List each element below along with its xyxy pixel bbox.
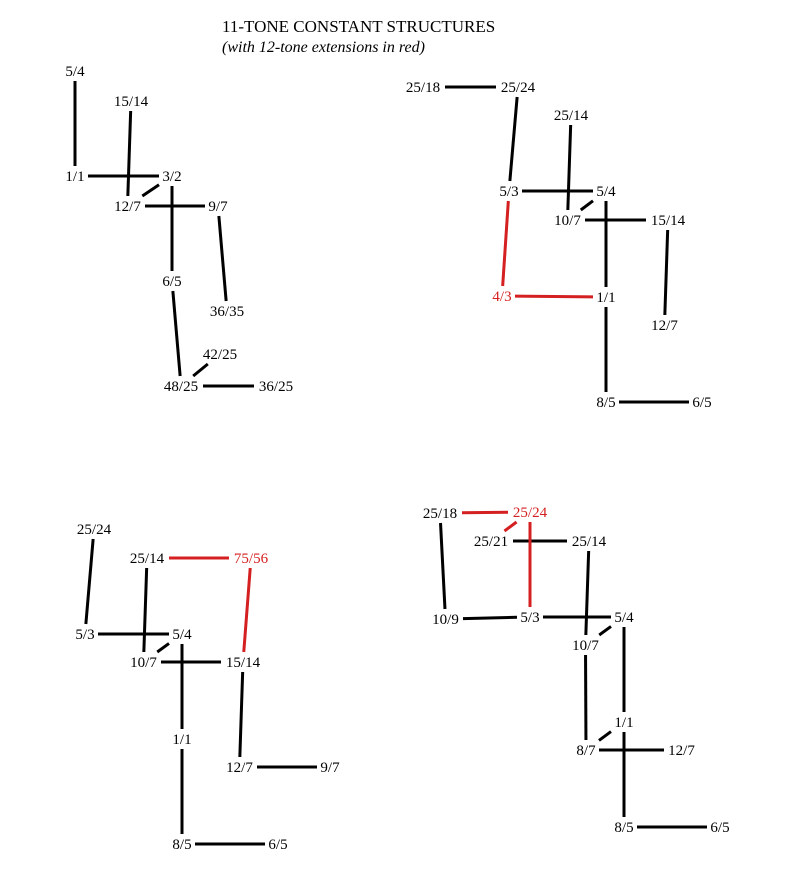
node-label-25-21: 25/21: [474, 534, 508, 550]
lattice-edge-25-21-to-25-24-extension: [503, 520, 518, 533]
node-label-5-4: 5/4: [172, 627, 192, 643]
node-label-25-14: 25/14: [554, 108, 589, 124]
lattice-edge-8-7-to-1-1: [598, 730, 612, 742]
node-label-10-9: 10/9: [432, 612, 459, 628]
page-subtitle: (with 12-tone extensions in red): [222, 39, 425, 56]
node-label-42-25: 42/25: [203, 347, 237, 363]
lattice-edge-15-14-to-12-7: [238, 671, 245, 758]
node-label-25-14: 25/14: [130, 551, 165, 567]
lattice-edge-75-56-to-15-14-extension: [242, 567, 252, 653]
lattice-diagram-2: 25/18 25/24 25/14 5/3 5/4 10/7 15/14 4/3 1/1 12/7…: [406, 80, 712, 411]
lattice-edge-10-7-to-25-14: [584, 550, 591, 636]
node-label-3-2: 3/2: [162, 169, 181, 185]
lattice-edge-25-18-to-25-24-extension: [461, 510, 509, 515]
node-label-4-3-extension: 4/3: [492, 289, 511, 305]
lattice-diagram-3: 25/24 25/14 75/56 5/3 5/4 10/7 15/14 1/1 12/7 9/7…: [75, 522, 340, 853]
lattice-edge-5-3-to-25-24: [508, 96, 519, 182]
node-label-36-35: 36/35: [210, 304, 244, 320]
lattice-edge-10-7-to-5-4: [598, 625, 612, 637]
node-label-48-25: 48/25: [164, 379, 198, 395]
lattice-edge-10-7-to-5-4: [579, 199, 594, 212]
node-label-5-3: 5/3: [520, 610, 539, 626]
node-label-6-5: 6/5: [710, 820, 729, 836]
node-label-6-5: 6/5: [692, 395, 711, 411]
lattice-edge-48-25-to-6-5: [171, 290, 182, 377]
lattice-edge-10-7-to-25-14: [566, 124, 573, 211]
node-label-15-14: 15/14: [226, 655, 261, 671]
node-label-12-7: 12/7: [226, 760, 253, 776]
node-label-9-7: 9/7: [320, 760, 340, 776]
node-label-25-18: 25/18: [406, 80, 440, 96]
node-label-1-1: 1/1: [614, 715, 633, 731]
page-title: 11-TONE CONSTANT STRUCTURES: [222, 17, 496, 36]
node-label-10-7: 10/7: [572, 638, 599, 654]
lattice-edge-25-18-to-10-9: [439, 522, 447, 610]
node-label-5-3: 5/3: [499, 184, 518, 200]
lattice-edge-12-7-to-15-14: [126, 110, 133, 197]
lattice-edge-5-3-to-25-24: [84, 538, 95, 625]
node-label-25-18: 25/18: [423, 506, 457, 522]
lattice-edge-10-7-to-25-14: [142, 567, 149, 653]
node-label-6-5: 6/5: [268, 837, 287, 853]
node-label-6-5: 6/5: [162, 274, 181, 290]
node-label-5-4: 5/4: [596, 184, 616, 200]
node-label-8-5: 8/5: [172, 837, 191, 853]
node-label-12-7: 12/7: [668, 743, 695, 759]
node-label-5-3: 5/3: [75, 627, 94, 643]
node-label-25-14: 25/14: [572, 534, 607, 550]
node-label-8-5: 8/5: [614, 820, 633, 836]
node-label-25-24-extension: 25/24: [513, 505, 548, 521]
node-label-1-1: 1/1: [65, 169, 84, 185]
lattice-edge-10-7-to-5-4: [156, 642, 170, 654]
node-label-8-7: 8/7: [576, 743, 596, 759]
lattice-edge-4-3-to-1-1-extension: [514, 294, 594, 299]
node-label-25-24: 25/24: [77, 522, 112, 538]
node-label-25-24: 25/24: [501, 80, 536, 96]
lattice-edge-5-3-to-4-3-extension: [501, 200, 510, 287]
node-label-12-7: 12/7: [651, 318, 678, 334]
node-label-8-5: 8/5: [596, 395, 615, 411]
node-label-15-14: 15/14: [114, 94, 149, 110]
node-label-9-7: 9/7: [208, 199, 228, 215]
lattice-diagram-1: 5/4 15/14 1/1 3/2 12/7 9/7 6/5 36/35 42/25 48/25 3…: [65, 64, 293, 395]
node-label-10-7: 10/7: [554, 213, 581, 229]
node-label-36-25: 36/25: [259, 379, 293, 395]
lattice-edge-48-25-to-42-25: [192, 362, 209, 378]
node-label-5-4: 5/4: [614, 610, 634, 626]
node-label-1-1: 1/1: [596, 290, 615, 306]
node-label-1-1: 1/1: [172, 732, 191, 748]
node-label-12-7: 12/7: [114, 199, 141, 215]
lattice-edge-12-7-to-3-2: [141, 183, 160, 198]
lattice-edge-15-14-to-12-7: [663, 229, 670, 316]
node-label-15-14: 15/14: [651, 213, 686, 229]
lattice-edge-9-7-to-36-35: [217, 215, 228, 302]
lattice-diagram-4: 25/18 25/24 25/21 25/14 10/9 5/3 5/4 10/7 1/1 8/7…: [423, 505, 730, 836]
node-label-10-7: 10/7: [130, 655, 157, 671]
node-label-5-4: 5/4: [65, 64, 85, 80]
node-label-75-56-extension: 75/56: [234, 551, 269, 567]
lattice-edge-10-9-to-5-3: [462, 615, 518, 621]
